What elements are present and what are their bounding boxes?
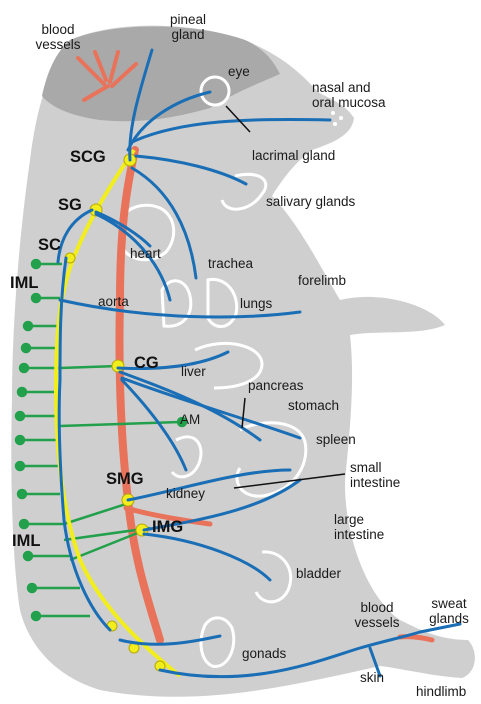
label-nasal-mucosa: nasal and oral mucosa <box>312 80 386 110</box>
iml-node <box>16 436 24 444</box>
label-liver: liver <box>181 364 206 379</box>
iml-node <box>28 584 36 592</box>
iml-node <box>18 388 26 396</box>
label-spleen: spleen <box>316 432 356 447</box>
label-lacrimal-gland: lacrimal gland <box>252 148 335 163</box>
label-eye: eye <box>228 64 250 79</box>
label-kidney: kidney <box>166 486 205 501</box>
iml-node <box>20 520 28 528</box>
label-heart: heart <box>130 246 161 261</box>
label-text: intestine <box>350 475 400 490</box>
label-sweat-glands: sweat glands <box>422 596 476 626</box>
label-salivary-glands: salivary glands <box>266 194 355 209</box>
iml-node <box>18 490 26 498</box>
iml-node <box>22 344 30 352</box>
label-text: vessels <box>346 615 408 630</box>
label-large-intestine: large intestine <box>334 512 384 542</box>
label-iml-lower: IML <box>12 534 40 549</box>
label-text: large <box>334 512 384 527</box>
label-iml-upper: IML <box>10 276 38 291</box>
label-cg: CG <box>134 356 159 371</box>
iml-node <box>32 612 40 620</box>
label-stomach: stomach <box>288 398 339 413</box>
label-text: vessels <box>28 37 88 52</box>
label-text: blood <box>28 22 88 37</box>
label-sg: SG <box>58 198 82 213</box>
label-hindlimb: hindlimb <box>416 684 466 699</box>
label-text: intestine <box>334 527 384 542</box>
label-text: pineal <box>160 12 216 27</box>
iml-node <box>24 322 32 330</box>
label-text: gland <box>160 27 216 42</box>
label-forelimb: forelimb <box>298 273 346 288</box>
label-smg: SMG <box>106 472 144 487</box>
label-text: blood <box>346 600 408 615</box>
label-text: small <box>350 460 400 475</box>
iml-node <box>16 462 24 470</box>
label-small-intestine: small intestine <box>350 460 400 490</box>
label-text: sweat <box>422 596 476 611</box>
label-pineal-gland: pineal gland <box>160 12 216 42</box>
iml-node <box>32 294 40 302</box>
label-sc: SC <box>38 238 61 253</box>
label-blood-vessels-bottom: blood vessels <box>346 600 408 630</box>
label-lungs: lungs <box>240 296 272 311</box>
iml-node <box>16 412 24 420</box>
label-am: AM <box>180 412 200 427</box>
label-skin: skin <box>360 670 384 685</box>
label-trachea: trachea <box>208 256 253 271</box>
label-scg: SCG <box>70 150 106 165</box>
label-text: nasal and <box>312 80 386 95</box>
label-gonads: gonads <box>242 646 286 661</box>
label-bladder: bladder <box>296 566 341 581</box>
iml-node <box>20 364 28 372</box>
label-text: glands <box>422 611 476 626</box>
label-text: oral mucosa <box>312 95 386 110</box>
cg-ganglion <box>112 360 124 372</box>
label-img: IMG <box>152 520 183 535</box>
iml-node <box>24 552 32 560</box>
iml-node <box>32 260 40 268</box>
label-pancreas: pancreas <box>248 378 304 393</box>
body-silhouette <box>11 26 475 697</box>
label-blood-vessels-top: blood vessels <box>28 22 88 52</box>
label-aorta: aorta <box>98 294 129 309</box>
